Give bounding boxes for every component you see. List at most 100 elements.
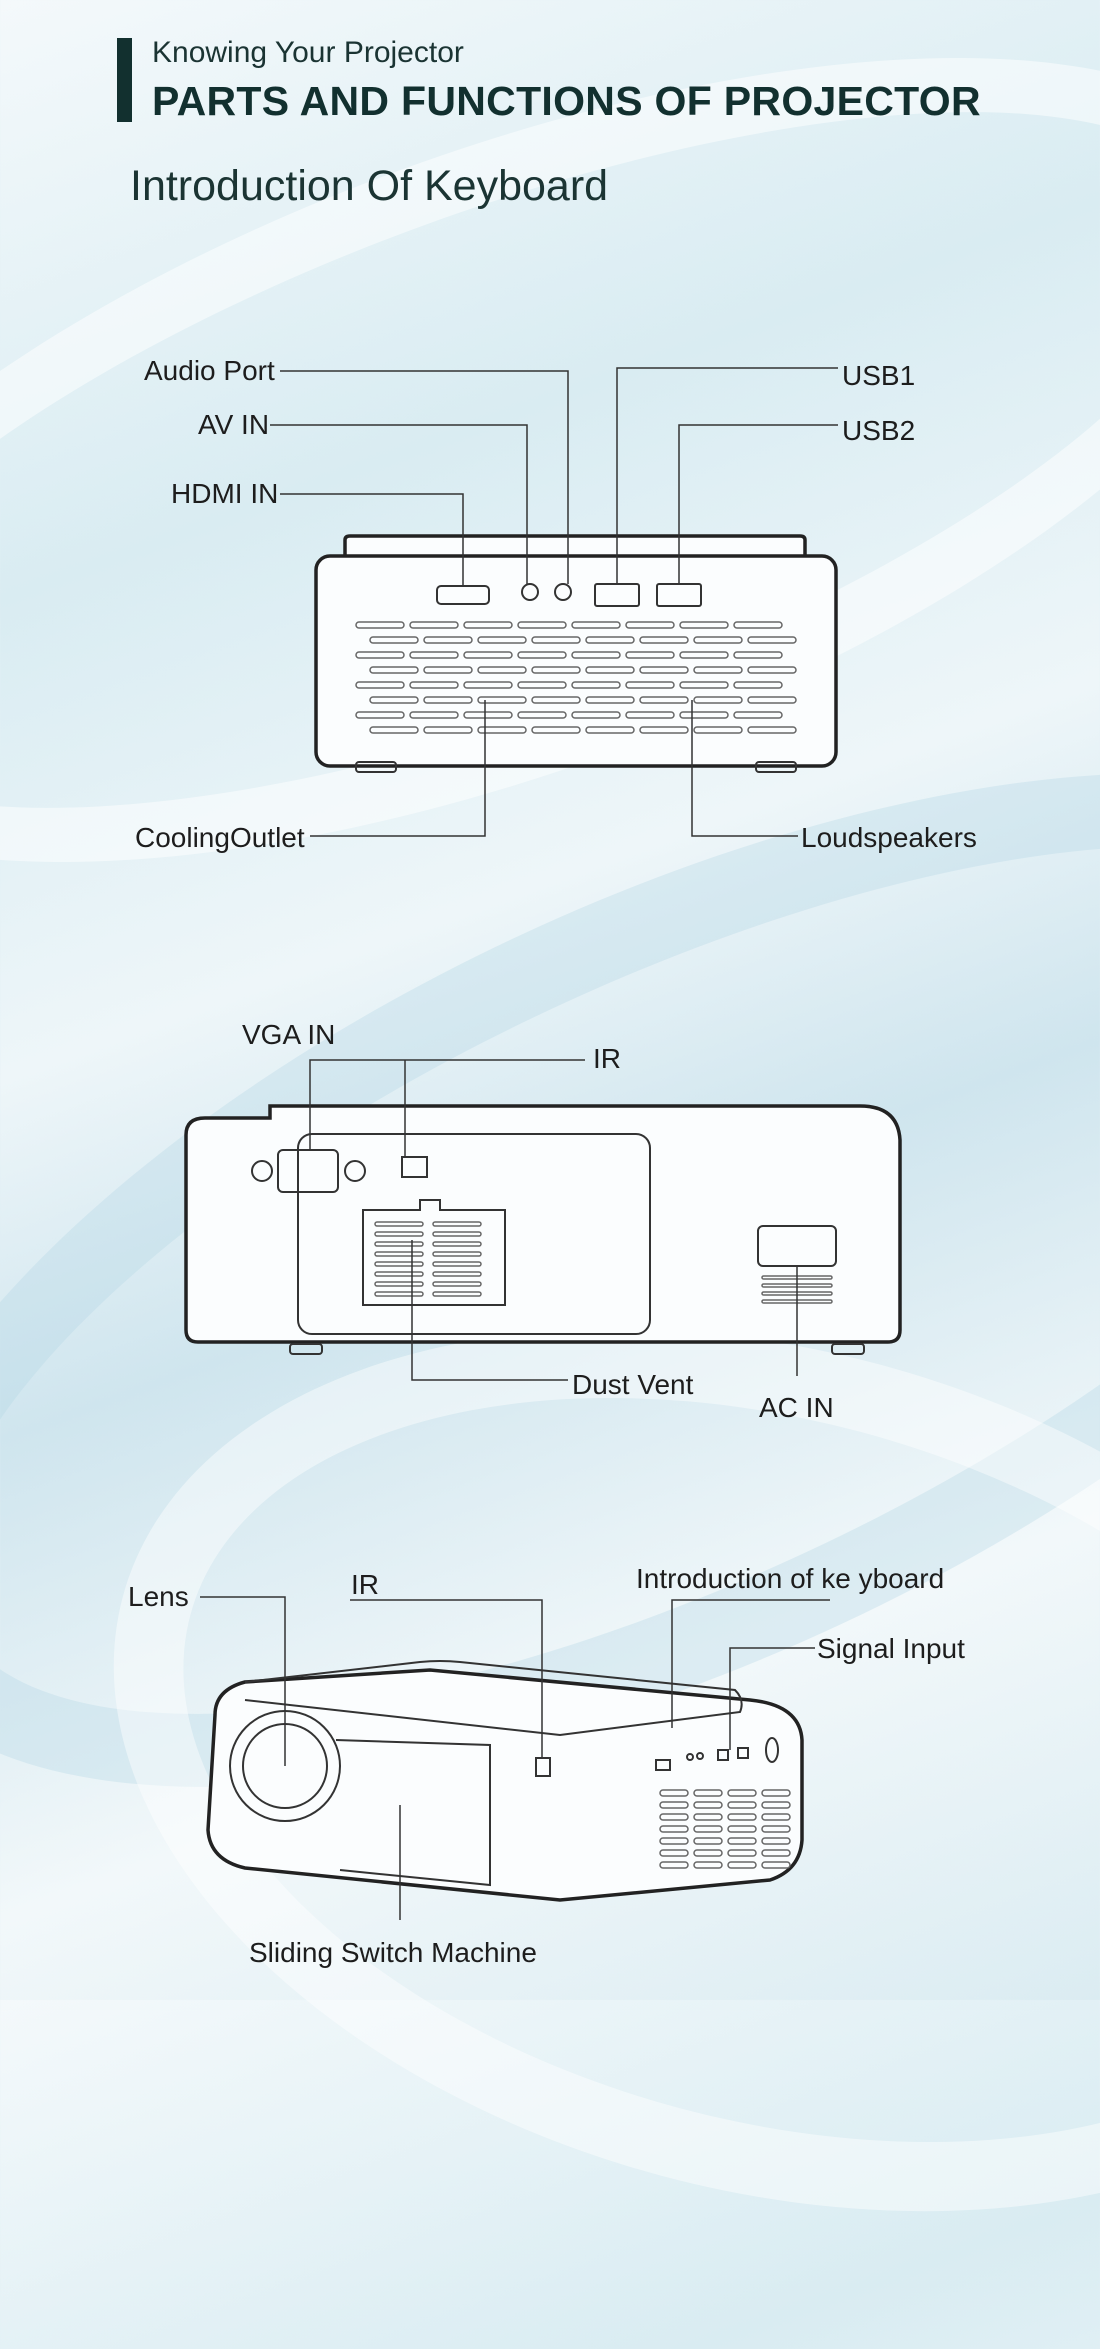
label-audio-port: Audio Port [144,355,275,386]
grille-slot [477,666,527,674]
label-usb1: USB1 [842,360,915,391]
grille-slot [693,666,743,674]
grille-slot [585,666,635,674]
grille-slot [693,636,743,644]
projector-side-body [184,1104,902,1344]
grille-slot [727,1861,757,1869]
grille-slot [432,1221,482,1227]
grille-slot [369,696,419,704]
grille-slot [374,1281,424,1287]
label-lens: Lens [128,1581,189,1612]
grille-slot [432,1231,482,1237]
grille-slot [693,1849,723,1857]
grille-slot [571,711,621,719]
label-hdmi-in: HDMI IN [171,478,278,509]
grille-slot [659,1861,689,1869]
grille-slot [517,621,567,629]
label-keyboard: Introduction of ke yboard [636,1563,944,1594]
label-sliding-switch: Sliding Switch Machine [249,1937,537,1968]
grille-slot [374,1291,424,1297]
grille-slot [693,1825,723,1833]
grille-slot [355,711,405,719]
grille-slot [747,666,797,674]
grille-slot [432,1291,482,1297]
label-usb2: USB2 [842,415,915,446]
cooling-grille [355,621,797,734]
sliding-cover [335,1739,491,1887]
speaker-grille [659,1789,791,1869]
grille-slot [585,636,635,644]
audio-jack-icon [554,583,572,601]
section-kicker: Knowing Your Projector [152,36,464,69]
vga-port-icon [277,1149,339,1193]
grille-slot [355,681,405,689]
grille-slot [571,621,621,629]
grille-slot [374,1231,424,1237]
grille-slot [374,1271,424,1277]
grille-slot [693,1837,723,1845]
grille-slot [693,1801,723,1809]
grille-slot [693,726,743,734]
av-jack-icon [521,583,539,601]
grille-slot [571,651,621,659]
grille-slot [659,1789,689,1797]
grille-slot [463,711,513,719]
grille-slot [693,696,743,704]
grille-slot [747,696,797,704]
grille-slot [693,1789,723,1797]
grille-slot [585,696,635,704]
grille-slot [625,651,675,659]
projector-top-lid [343,534,807,558]
grille-slot [517,681,567,689]
grille-slot [693,1813,723,1821]
grille-slot [679,621,729,629]
grille-slot [733,651,783,659]
grille-slot [733,711,783,719]
grille-slot [761,1837,791,1845]
grille-slot [659,1837,689,1845]
grille-slot [625,711,675,719]
grille-slot [355,621,405,629]
grille-slot [727,1813,757,1821]
grille-slot [761,1801,791,1809]
label-signal-input: Signal Input [817,1633,965,1664]
grille-slot [693,1861,723,1869]
label-dust-vent: Dust Vent [572,1369,694,1400]
grille-slot [409,651,459,659]
grille-slot [659,1801,689,1809]
grille-slot [761,1789,791,1797]
grille-slot [432,1261,482,1267]
grille-slot [571,681,621,689]
grille-slot [761,1813,791,1821]
grille-slot [432,1251,482,1257]
projector-perspective-body [206,1668,804,1902]
projector-diagrams: Audio Port AV IN HDMI IN USB1 USB2 Cooli… [128,355,977,1968]
grille-slot [477,726,527,734]
grille-slot [517,711,567,719]
hdmi-port-icon [655,1759,671,1771]
grille-slot [679,711,729,719]
label-ac-in: AC IN [759,1392,834,1423]
page-title: PARTS AND FUNCTIONS OF PROJECTOR [152,78,981,124]
grille-slot [423,636,473,644]
grille-slot [531,696,581,704]
grille-slot [659,1849,689,1857]
grille-slot [585,726,635,734]
grille-slot [374,1221,424,1227]
grille-slot [639,726,689,734]
grille-slot [679,681,729,689]
grille-slot [355,651,405,659]
grille-slot [369,636,419,644]
ir-sensor-icon [535,1757,551,1777]
grille-slot [432,1241,482,1247]
grille-slot [369,726,419,734]
grille-slot [639,636,689,644]
grille-slot [531,726,581,734]
grille-slot [761,1825,791,1833]
label-ir: IR [593,1043,621,1074]
grille-slot [374,1251,424,1257]
header-accent-bar [117,38,132,122]
grille-slot [423,666,473,674]
projector-back-body [314,554,838,768]
grille-slot [727,1825,757,1833]
